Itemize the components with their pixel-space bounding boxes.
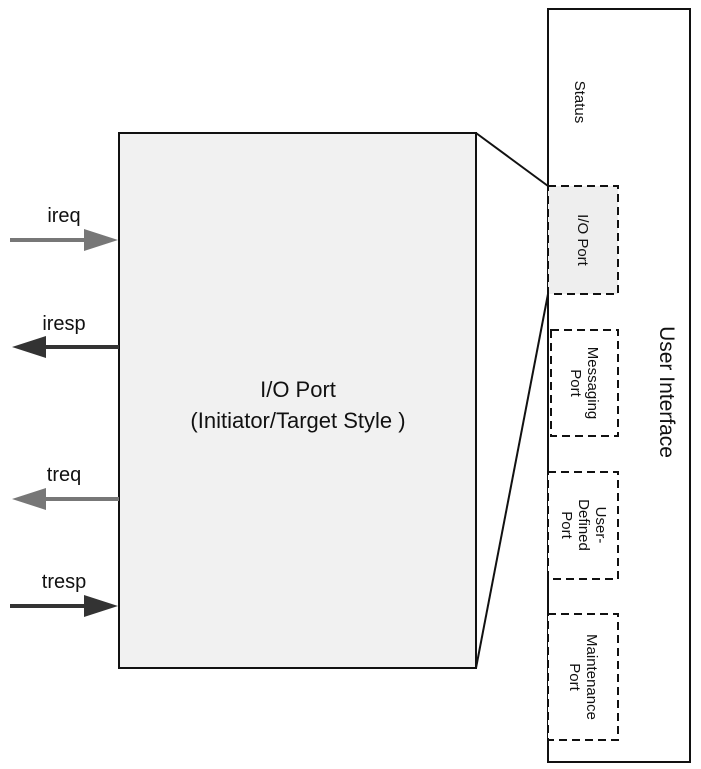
ui-port-user-defined-line-1: User- xyxy=(592,507,609,544)
io-port-subtitle: (Initiator/Target Style ) xyxy=(190,408,405,433)
treq-arrow-head xyxy=(12,488,46,510)
tresp-label: tresp xyxy=(42,571,86,593)
ui-port-maintenance[interactable]: Maintenance Port xyxy=(547,613,619,741)
signal-ireq: ireq xyxy=(10,205,118,251)
ui-port-messaging[interactable]: Messaging Port xyxy=(550,329,619,437)
ui-port-user-defined-box xyxy=(547,471,619,580)
ui-port-io-label: I/O Port xyxy=(574,214,591,267)
ui-port-user-defined-line-3: Port xyxy=(558,511,575,539)
ui-port-maintenance-line-1: Maintenance xyxy=(583,634,600,720)
ui-port-maintenance-box xyxy=(547,613,619,741)
iresp-label: iresp xyxy=(42,313,85,335)
iresp-arrow-head xyxy=(12,336,46,358)
ui-port-user-defined[interactable]: User- Defined Port xyxy=(547,471,619,580)
ireq-arrow-head xyxy=(84,229,118,251)
signal-tresp: tresp xyxy=(10,571,118,617)
ui-port-messaging-box xyxy=(550,329,619,437)
ui-port-maintenance-line-2: Port xyxy=(566,663,583,691)
ui-port-io-box xyxy=(547,185,619,295)
zoom-line-top xyxy=(475,132,549,187)
zoom-line-bottom xyxy=(475,293,549,669)
signal-treq: treq xyxy=(12,464,119,510)
signal-iresp: iresp xyxy=(12,313,119,358)
ui-port-user-defined-line-2: Defined xyxy=(575,499,592,551)
io-port-block xyxy=(118,132,477,669)
io-port-title: I/O Port xyxy=(260,377,336,402)
ui-port-io[interactable]: I/O Port xyxy=(547,185,619,295)
status-label: Status xyxy=(571,81,588,124)
user-interface-title: User Interface xyxy=(655,326,678,458)
ireq-label: ireq xyxy=(47,205,80,227)
ui-port-messaging-line-2: Port xyxy=(567,369,584,397)
tresp-arrow-head xyxy=(84,595,118,617)
treq-label: treq xyxy=(47,464,81,486)
ui-port-messaging-line-1: Messaging xyxy=(584,347,601,420)
